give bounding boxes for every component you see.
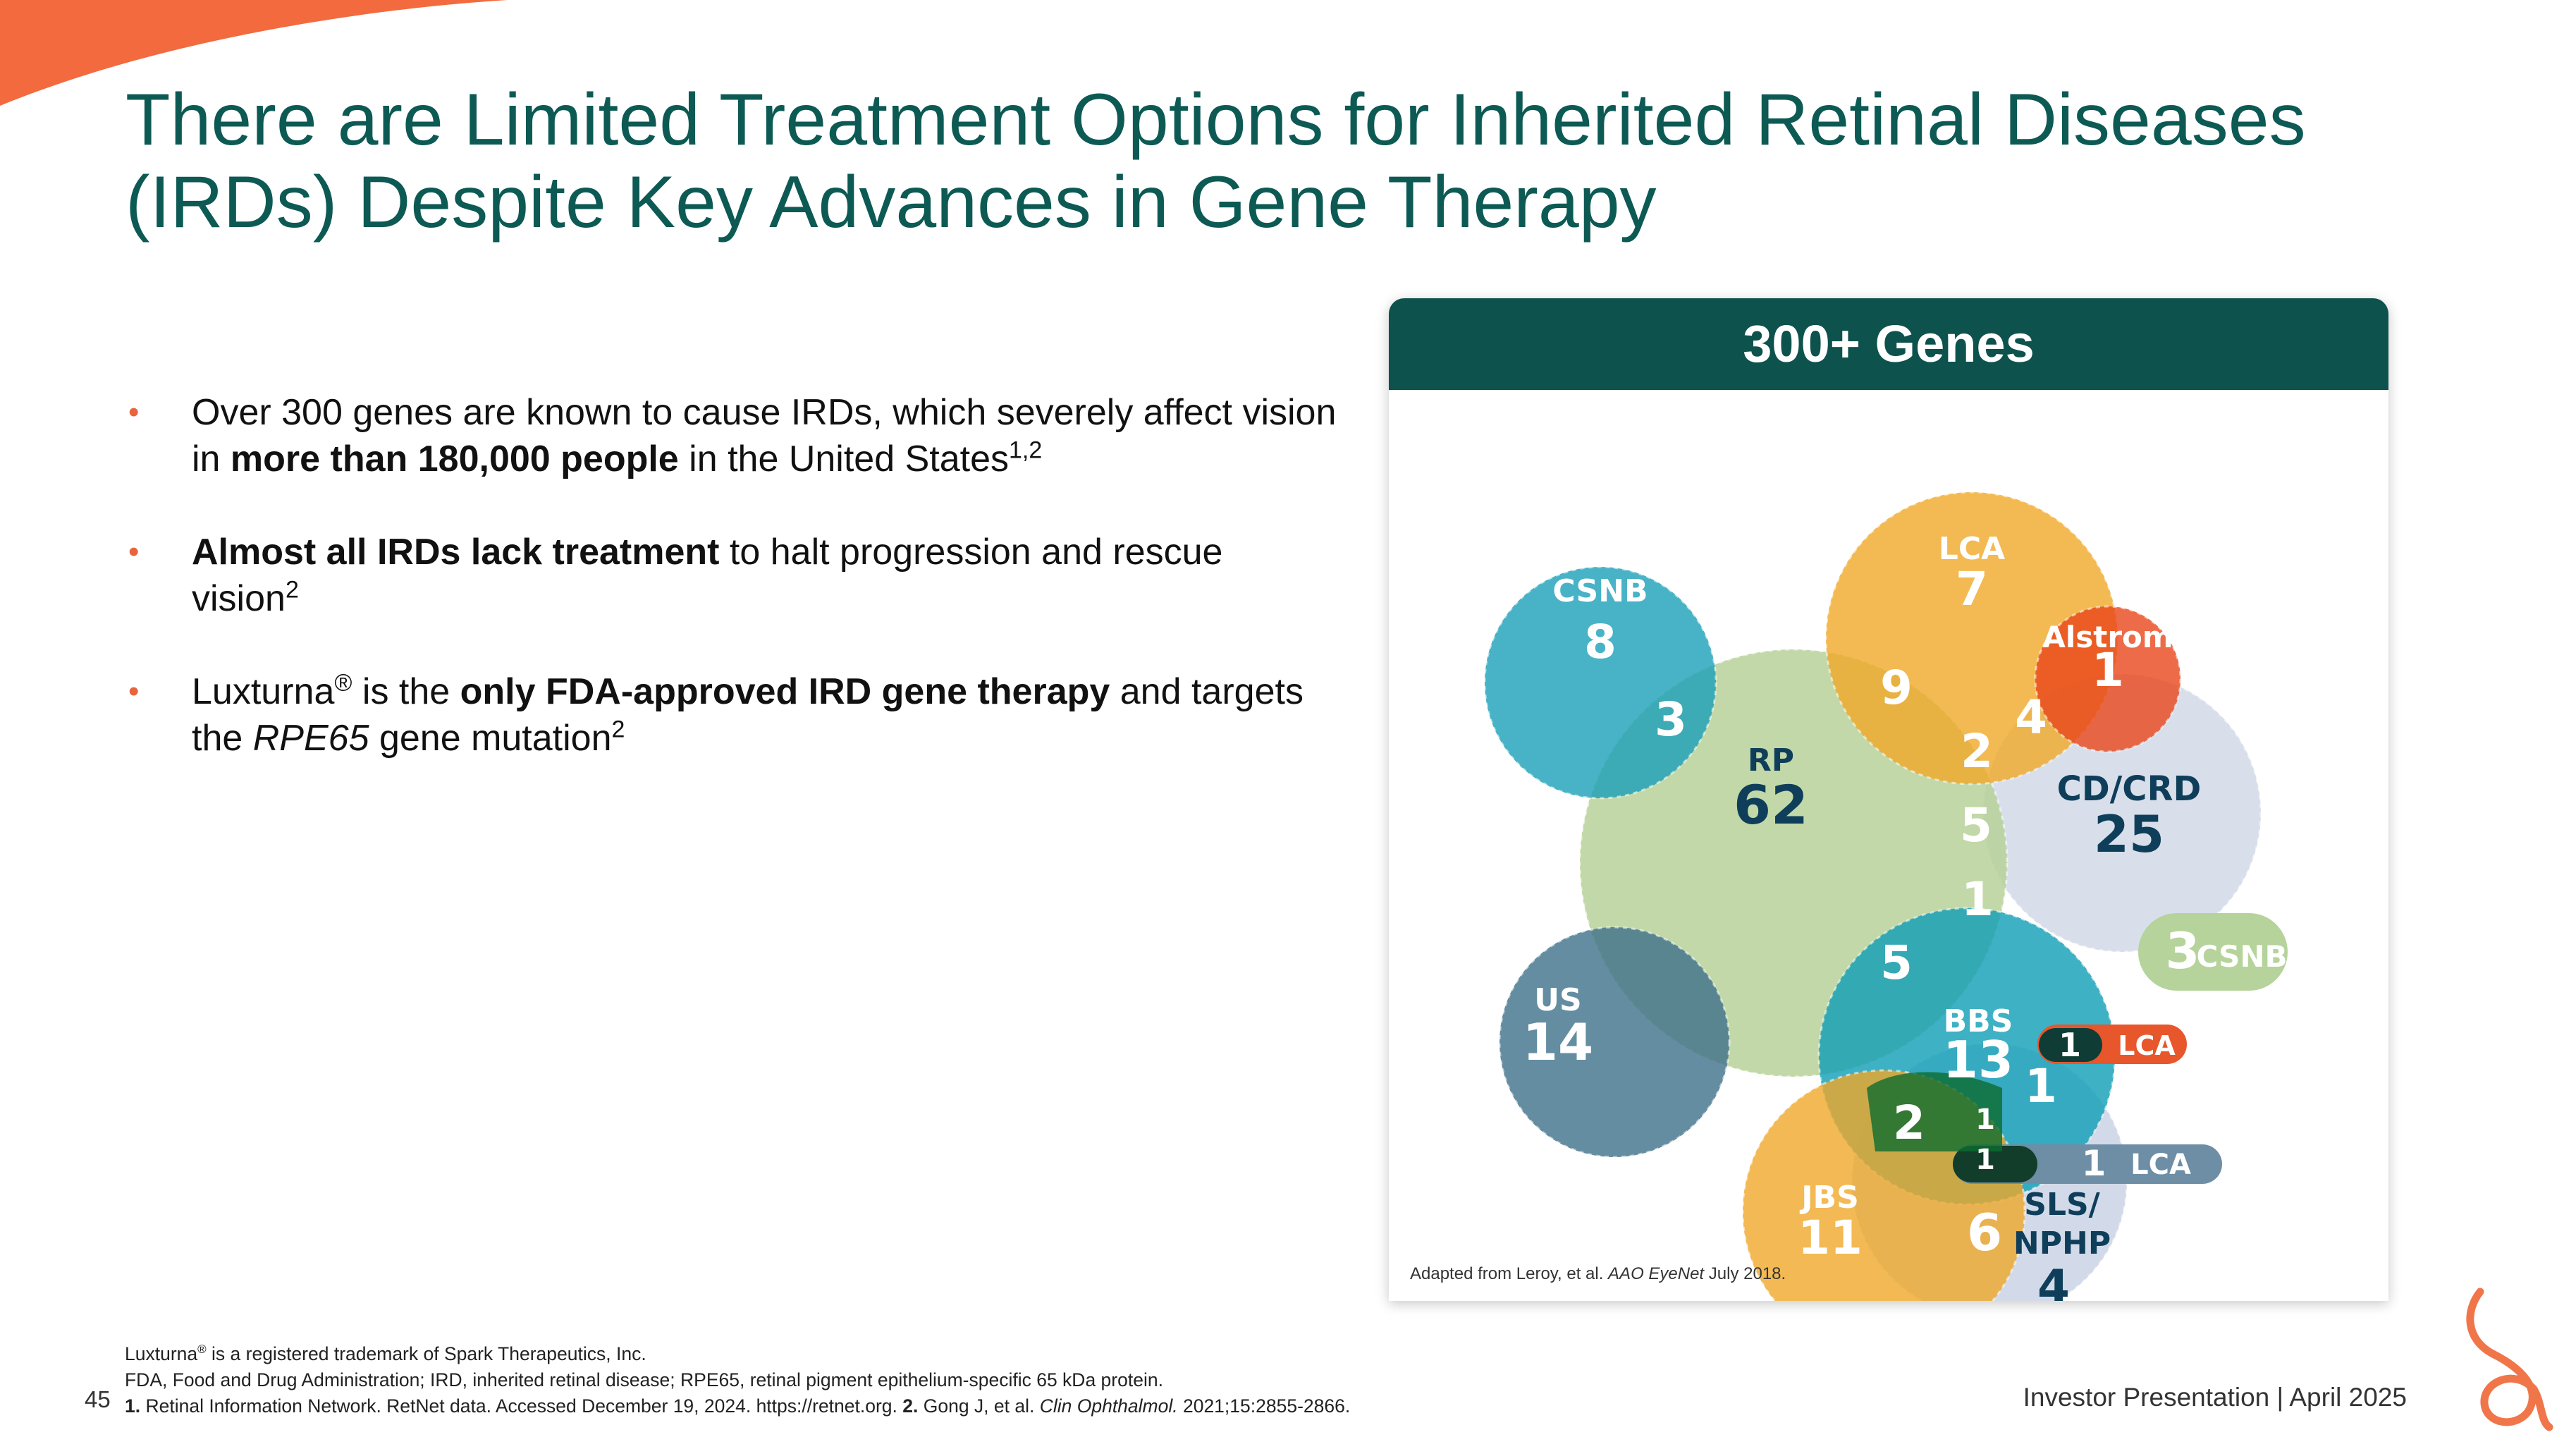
bullet-list: • Over 300 genes are known to cause IRDs,… <box>125 389 1338 808</box>
footnotes: Luxturna® is a registered trademark of S… <box>125 1336 1350 1419</box>
overlap-bbs-jbs-sls-b-value: 1 <box>1975 1144 1995 1176</box>
text-segment: only FDA-approved IRD gene therapy <box>460 671 1110 712</box>
lca-count: 7 <box>1956 562 1988 616</box>
footnote-line: 1. Retinal Information Network. RetNet d… <box>125 1393 1350 1419</box>
overlap-jbs-sls-value: 6 <box>1967 1203 2002 1262</box>
company-logo <box>2466 1288 2553 1431</box>
text-segment: in the United States <box>678 439 1010 479</box>
csnb-count: 8 <box>1584 615 1617 669</box>
bbs-label: BBS <box>1944 1003 2013 1039</box>
footer-presentation-info: Investor Presentation | April 2025 <box>2023 1383 2407 1412</box>
cdcrd-count: 25 <box>2094 805 2164 864</box>
overlap-rp-bbs-value: 5 <box>1880 936 1913 990</box>
alstrom-circle <box>2034 605 2182 753</box>
text-segment: gene mutation <box>369 718 612 759</box>
slsnphp-label-line2: NPHP <box>2013 1225 2111 1261</box>
slsnphp-count: 4 <box>2037 1260 2070 1301</box>
text-segment: Clin Ophthalmol. <box>1039 1395 1178 1417</box>
text-segment: is the <box>352 671 460 712</box>
footnote-line: FDA, Food and Drug Administration; IRD, … <box>125 1367 1350 1393</box>
us-count: 14 <box>1523 1013 1593 1072</box>
text-segment: Gong J, et al. <box>918 1395 1040 1417</box>
bullet-dot-icon: • <box>128 534 140 569</box>
text-segment: Adapted from Leroy, et al. <box>1410 1264 1609 1283</box>
overlap-csnb-rp-value: 3 <box>1655 692 1687 747</box>
text-segment: 2 <box>611 716 625 743</box>
lca-pill-2-label: LCA <box>2130 1149 2191 1181</box>
overlap-bbs-jbs-value: 2 <box>1893 1096 1925 1150</box>
bullet-dot-icon: • <box>128 395 140 429</box>
lca-pill-1-label: LCA <box>2118 1030 2176 1061</box>
lca-label: LCA <box>1939 531 2005 567</box>
csnb-label: CSNB <box>1552 573 1648 609</box>
jbs-count: 11 <box>1798 1211 1863 1265</box>
text-segment: July 2018. <box>1704 1264 1786 1283</box>
alstrom-count: 1 <box>2092 643 2124 697</box>
bullet-dot-icon: • <box>128 674 140 709</box>
text-segment: 1,2 <box>1009 436 1043 464</box>
corner-swoosh-decoration <box>0 0 508 106</box>
text-segment: 2. <box>902 1395 919 1417</box>
alstrom-label: Alstrom <box>2042 620 2173 654</box>
text-segment: Almost all IRDs lack treatment <box>192 532 720 573</box>
text-segment: 2 <box>285 576 299 604</box>
footnote-line: Luxturna® is a registered trademark of S… <box>125 1336 1350 1367</box>
bullet-item: • Almost all IRDs lack treatment to halt … <box>125 529 1338 622</box>
text-segment: to halt progression and rescue vision <box>192 532 1223 619</box>
text-segment: RPE65 <box>252 718 369 759</box>
overlap-lca-rp-cd-value: 2 <box>1961 724 1993 778</box>
text-segment: Luxturna <box>192 671 335 712</box>
jbs-label: JBS <box>1799 1180 1859 1216</box>
page-number: 45 <box>85 1386 111 1412</box>
overlap-bbs-jbs-sls-a-value: 1 <box>1975 1103 1995 1136</box>
text-segment: more than 180,000 people <box>230 439 679 479</box>
overlap-bbs-sls-value: 1 <box>2025 1059 2057 1113</box>
lca-pill-2-count: 1 <box>2082 1143 2106 1184</box>
csnb-small-pill <box>2138 913 2288 991</box>
lca-pill-2-dark-cap <box>1953 1146 2037 1182</box>
bullet-item: • Luxturna® is the only FDA-approved IRD … <box>125 668 1338 762</box>
diagram-caption: Adapted from Leroy, et al. AAO EyeNet Ju… <box>1410 1264 1786 1284</box>
us-circle <box>1498 926 1731 1158</box>
bullet-item: • Over 300 genes are known to cause IRDs,… <box>125 389 1338 482</box>
bbs-jbs-overlap-shape <box>1867 1072 2002 1151</box>
overlap-rp-cd-bbs-value: 1 <box>1961 872 1994 927</box>
text-segment: and targets the <box>192 671 1304 759</box>
overlap-lca-rp-value: 9 <box>1880 661 1913 715</box>
csnb-small-label: CSNB <box>2196 939 2287 974</box>
csnb-small-count: 3 <box>2166 922 2200 980</box>
overlap-lca-cd-value: 4 <box>2015 690 2047 745</box>
lca-pill-1-count: 1 <box>2059 1026 2081 1064</box>
rp-label: RP <box>1748 742 1794 778</box>
csnb-circle <box>1483 565 1717 800</box>
text-segment: Retinal Information Network. RetNet data… <box>140 1395 903 1417</box>
rp-count: 62 <box>1734 774 1808 836</box>
text-segment: 1. <box>125 1395 141 1417</box>
text-segment: is a registered trademark of Spark Thera… <box>206 1343 646 1364</box>
text-segment: AAO EyeNet <box>1608 1264 1705 1283</box>
lca-pill-1-dark-cap <box>2039 1028 2102 1062</box>
text-segment: ® <box>334 669 352 697</box>
us-label: US <box>1534 982 1581 1018</box>
text-segment: Luxturna <box>125 1343 198 1364</box>
cdcrd-label: CD/CRD <box>2057 769 2202 809</box>
text-segment: FDA, Food and Drug Administration; IRD, … <box>125 1369 1163 1390</box>
text-segment: Over 300 genes are known to cause IRDs, … <box>192 392 1337 479</box>
text-segment: ® <box>197 1343 207 1356</box>
overlap-rp-cd-value: 5 <box>1960 798 1992 852</box>
bbs-count: 13 <box>1943 1030 2013 1089</box>
slide-title: There are Limited Treatment Options for … <box>125 79 2306 243</box>
card-header: 300+ Genes <box>1389 298 2388 390</box>
text-segment: 2021;15:2855-2866. <box>1177 1395 1351 1417</box>
slsnphp-label: SLS/ <box>2024 1187 2100 1223</box>
